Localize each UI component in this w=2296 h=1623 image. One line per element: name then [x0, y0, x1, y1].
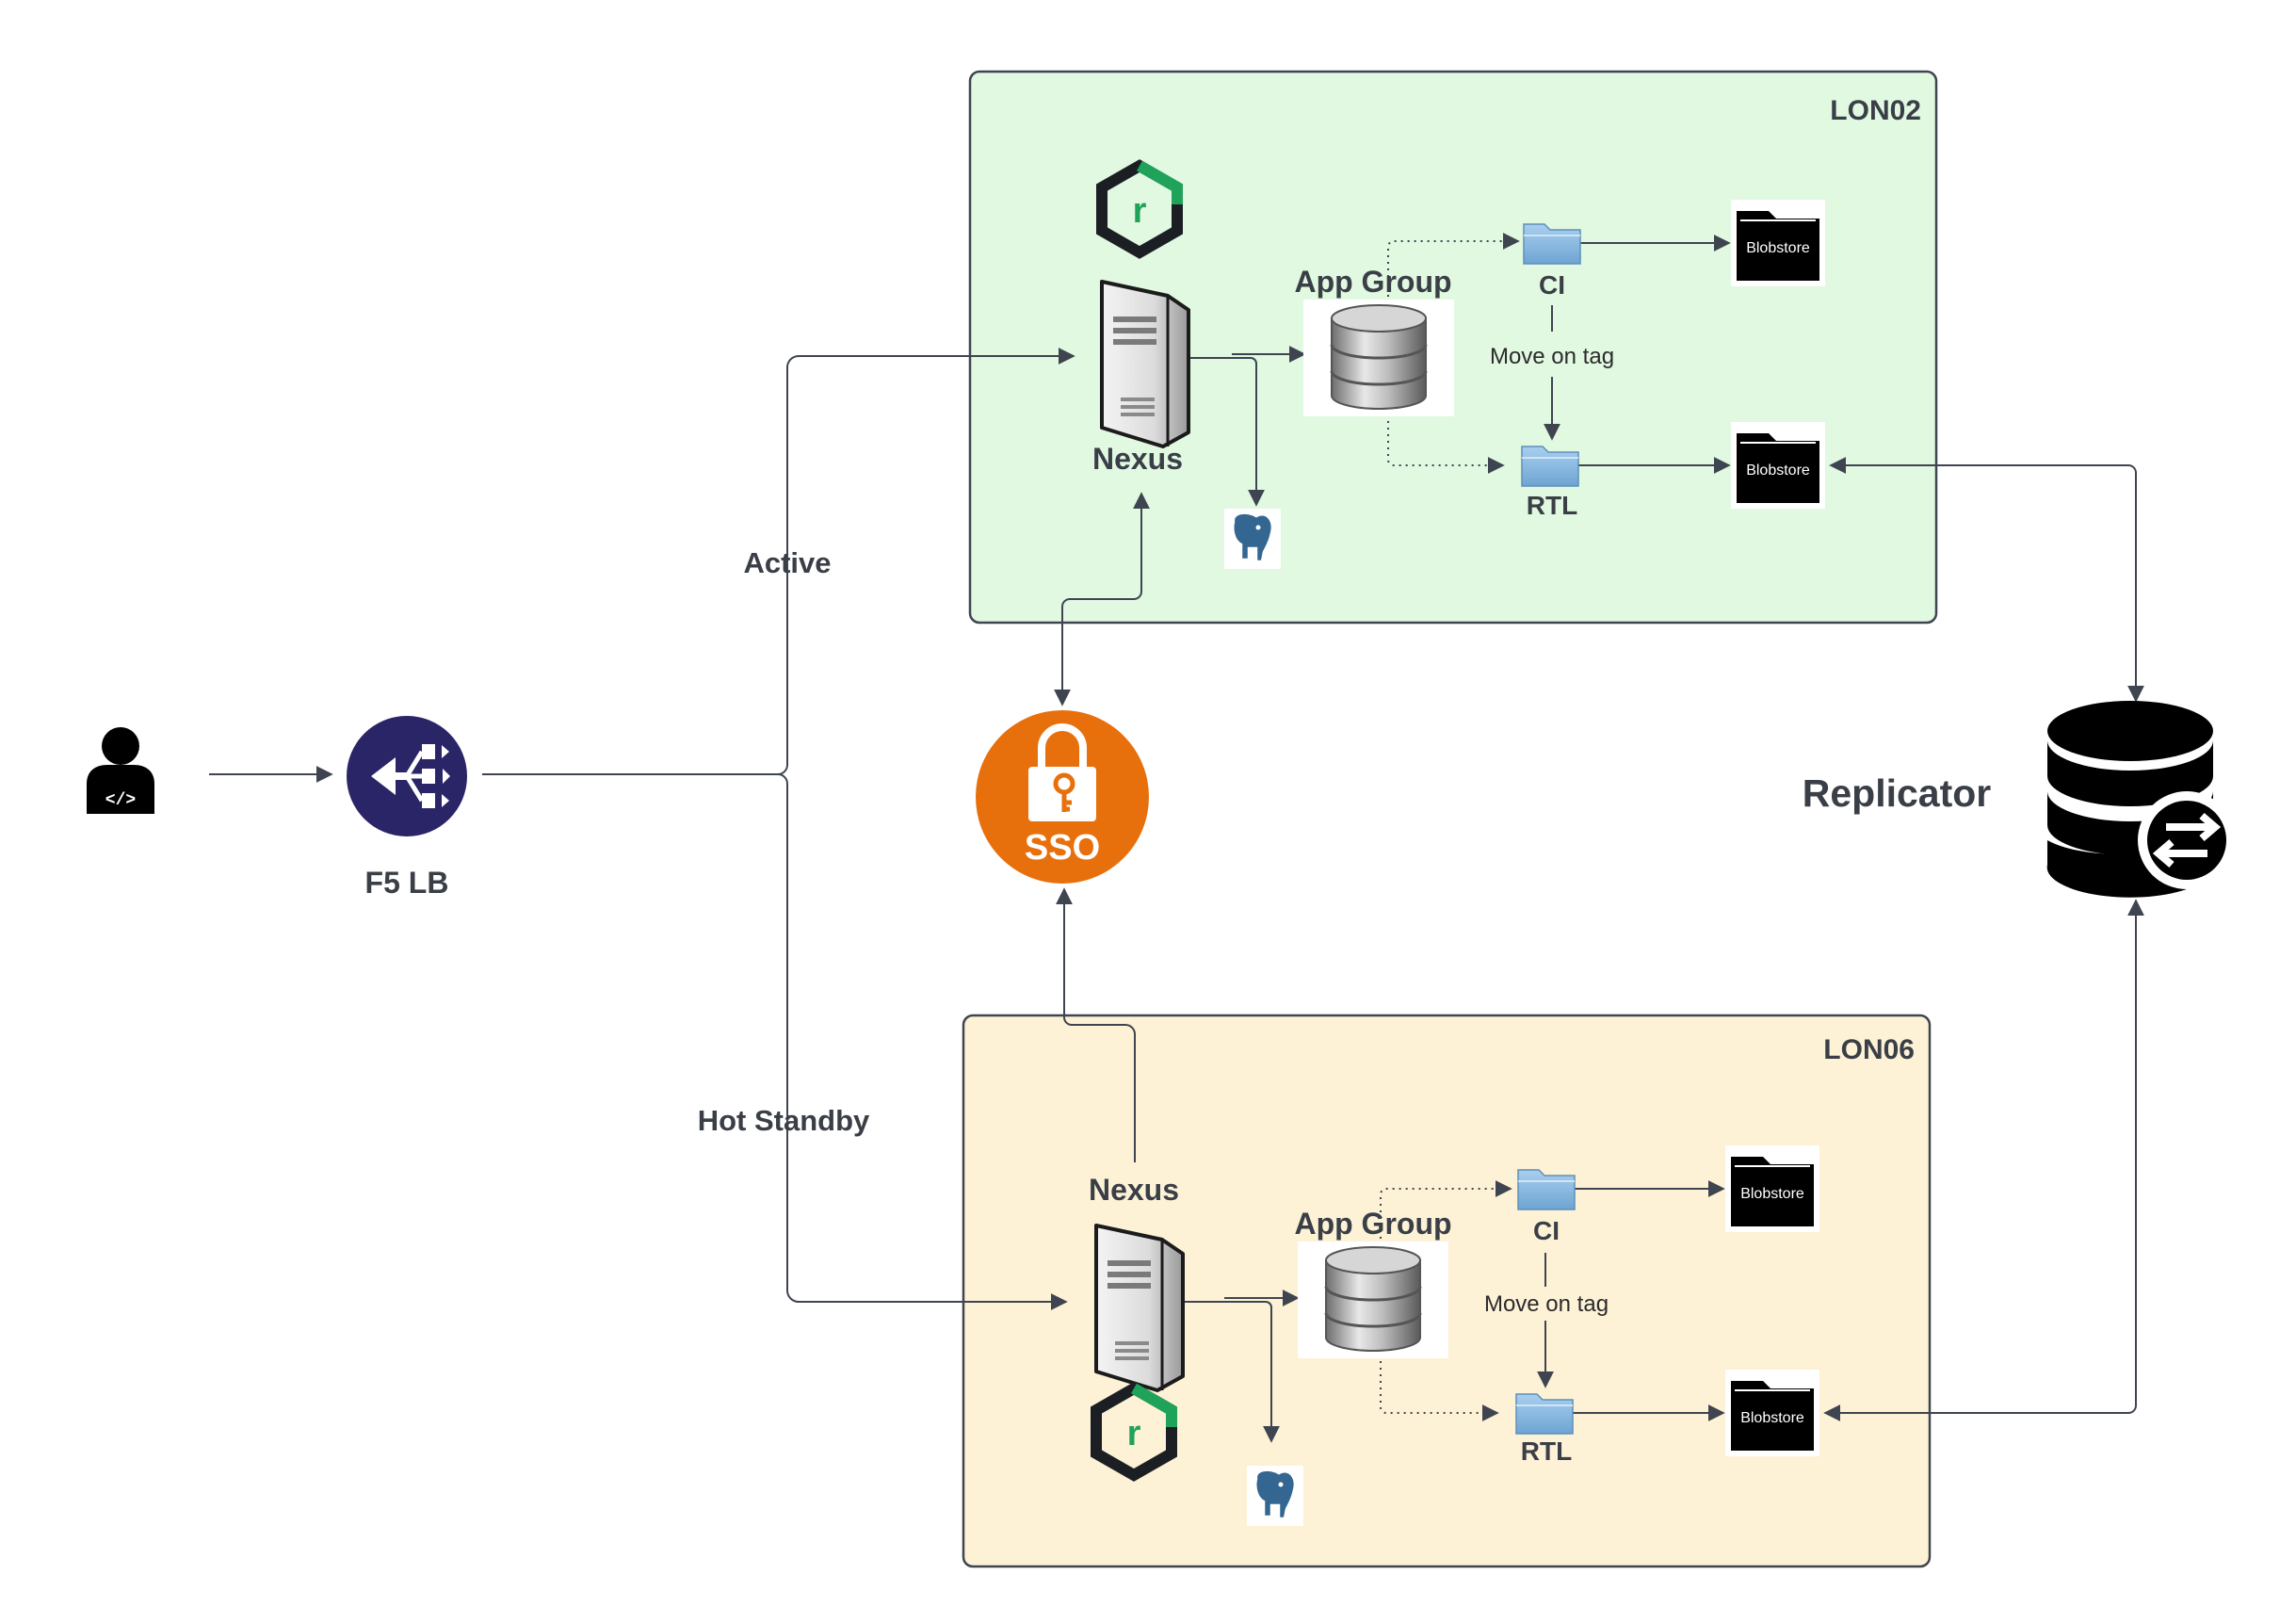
load-balancer-icon[interactable] — [347, 716, 467, 836]
app-group-db-lon02[interactable] — [1302, 298, 1456, 418]
blobstore-label: Blobstore — [1746, 463, 1810, 479]
load-balancer-label: F5 LB — [365, 866, 449, 900]
app-group-label-lon02: App Group — [1294, 265, 1451, 299]
lock-key-icon — [1028, 723, 1096, 821]
blobstore-ci-lon06[interactable]: Blobstore — [1724, 1144, 1820, 1233]
nexus-server-lon06[interactable] — [1094, 1224, 1185, 1392]
edge-nexus-lon06-sso — [1056, 887, 1136, 1162]
app-group-label-lon06: App Group — [1294, 1207, 1451, 1241]
app-group-db-lon06[interactable] — [1296, 1240, 1450, 1360]
svg-text:</>: </> — [105, 791, 136, 810]
move-on-tag-label-lon02: Move on tag — [1490, 344, 1614, 369]
blobstore-ci-lon02[interactable]: Blobstore — [1730, 199, 1826, 287]
move-on-tag-label-lon06: Move on tag — [1484, 1291, 1609, 1317]
rtl-label-lon02: RTL — [1527, 491, 1577, 520]
folder-ci-lon06[interactable] — [1517, 1169, 1576, 1210]
nexus-label-lon06: Nexus — [1089, 1173, 1179, 1207]
edge-nexus-postgres-lon06 — [1185, 1301, 1280, 1443]
postgres-icon-lon06 — [1245, 1464, 1305, 1528]
database-sync-icon[interactable] — [2046, 701, 2236, 898]
region-lon06-label: LON06 — [1823, 1034, 1915, 1065]
blobstore-rtl-lon02[interactable]: Blobstore — [1730, 421, 1826, 510]
region-lon02-label: LON02 — [1830, 95, 1921, 126]
folder-ci-lon02[interactable] — [1523, 223, 1581, 265]
edge-nexus-lon02-sso — [1054, 492, 1150, 706]
ci-label-lon02: CI — [1539, 270, 1565, 300]
dotted-connectors — [1380, 233, 1520, 1421]
standby-path-label: Hot Standby — [698, 1104, 870, 1137]
edge-blob-replicator-lon06 — [1823, 899, 2144, 1421]
edge-standby-path — [777, 773, 1068, 1310]
active-path-label: Active — [743, 546, 831, 579]
rtl-label-lon06: RTL — [1521, 1436, 1572, 1466]
postgres-icon-lon02 — [1222, 507, 1283, 571]
nexus-label-lon02: Nexus — [1092, 442, 1183, 476]
connectors — [209, 235, 2144, 1443]
blobstore-label: Blobstore — [1740, 1410, 1804, 1426]
edge-active-path — [786, 348, 1075, 765]
ci-label-lon06: CI — [1533, 1216, 1560, 1245]
edge-lb-split — [482, 764, 788, 775]
developer-icon: </> — [87, 727, 154, 814]
folder-rtl-lon06[interactable] — [1515, 1393, 1574, 1435]
folder-rtl-lon02[interactable] — [1521, 446, 1579, 487]
blobstore-rtl-lon06[interactable]: Blobstore — [1724, 1369, 1820, 1457]
sso-node[interactable]: SSO — [976, 710, 1149, 884]
nexus-server-lon02[interactable] — [1100, 280, 1190, 448]
sso-label: SSO — [1025, 828, 1100, 868]
replicator-label: Replicator — [1803, 771, 1992, 815]
edge-nexus-postgres-lon02 — [1188, 357, 1265, 507]
blobstore-label: Blobstore — [1740, 1186, 1804, 1202]
edge-blob-replicator-lon02 — [1829, 457, 2144, 703]
blobstore-label: Blobstore — [1746, 240, 1810, 256]
